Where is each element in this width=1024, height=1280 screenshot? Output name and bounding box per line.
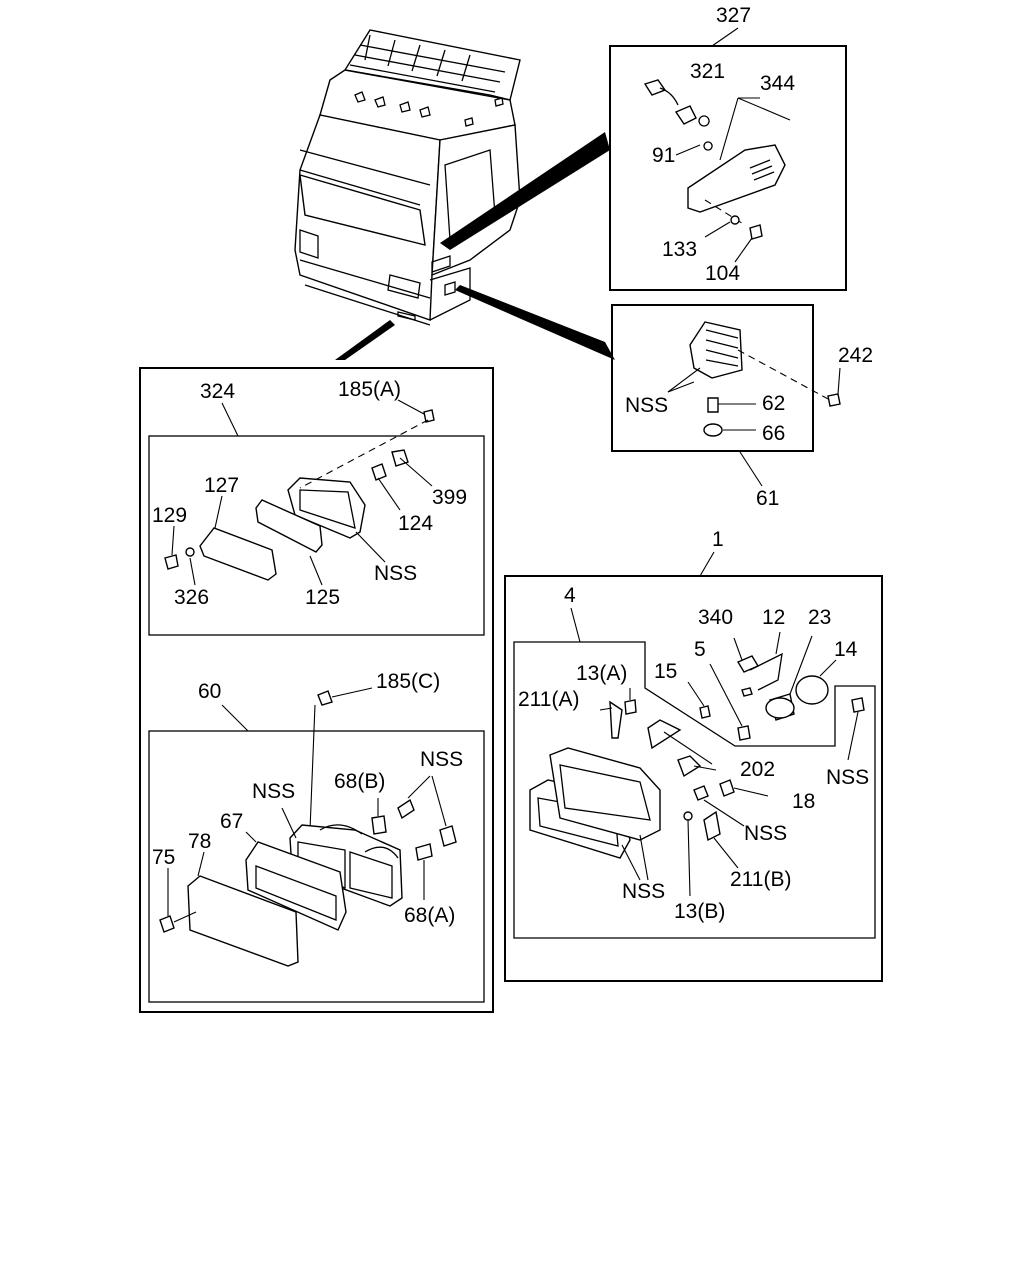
callout-68-a: 68(A): [404, 904, 455, 927]
callout-nss-324: NSS: [374, 562, 417, 585]
callout-324: 324: [200, 380, 235, 403]
truck-cab-illustration: [294, 29, 615, 360]
group-327-side-marker: [609, 27, 847, 291]
callout-5: 5: [694, 638, 706, 661]
callout-340: 340: [698, 606, 733, 629]
callout-211-b: 211(B): [730, 868, 791, 891]
callout-67: 67: [220, 810, 243, 833]
callout-211-a: 211(A): [518, 688, 579, 711]
callout-321: 321: [690, 60, 725, 83]
callout-nss-60b: NSS: [252, 780, 295, 803]
callout-326: 326: [174, 586, 209, 609]
callout-1: 1: [712, 528, 724, 551]
callout-nss-60a: NSS: [420, 748, 463, 771]
callout-185-c: 185(C): [376, 670, 440, 693]
callout-202: 202: [740, 758, 775, 781]
callout-nss-1b: NSS: [744, 822, 787, 845]
callout-125: 125: [305, 586, 340, 609]
callout-14: 14: [834, 638, 858, 661]
callout-242: 242: [838, 344, 873, 367]
callout-labels: 327 321 344 91 133 104 242 NSS 62 66 61 …: [152, 4, 873, 927]
callout-62: 62: [762, 392, 785, 415]
callout-78: 78: [188, 830, 211, 853]
callout-68-b: 68(B): [334, 770, 385, 793]
callout-399: 399: [432, 486, 467, 509]
callout-327: 327: [716, 4, 751, 27]
group-324-60-frame: [139, 367, 494, 1013]
callout-15: 15: [654, 660, 677, 683]
group-1-head-lamp: [504, 551, 883, 982]
callout-13-a: 13(A): [576, 662, 627, 685]
callout-133: 133: [662, 238, 697, 261]
callout-13-b: 13(B): [674, 900, 725, 923]
callout-61: 61: [756, 487, 779, 510]
callout-75: 75: [152, 846, 175, 869]
group-61-marker-lamp: [611, 304, 841, 487]
callout-129: 129: [152, 504, 187, 527]
group-60-front-lamp: [148, 687, 485, 1003]
callout-60: 60: [198, 680, 221, 703]
callout-344: 344: [760, 72, 795, 95]
group-324-clearance-lamp: [148, 399, 485, 636]
callout-nss-1a: NSS: [826, 766, 869, 789]
callout-4: 4: [564, 584, 576, 607]
callout-12: 12: [762, 606, 785, 629]
callout-18: 18: [792, 790, 815, 813]
callout-185-a: 185(A): [338, 378, 401, 401]
callout-127: 127: [204, 474, 239, 497]
callout-66: 66: [762, 422, 785, 445]
callout-124: 124: [398, 512, 433, 535]
callout-104: 104: [705, 262, 740, 285]
callout-nss-1c: NSS: [622, 880, 665, 903]
callout-23: 23: [808, 606, 831, 629]
callout-91: 91: [652, 144, 675, 167]
callout-nss-61: NSS: [625, 394, 668, 417]
